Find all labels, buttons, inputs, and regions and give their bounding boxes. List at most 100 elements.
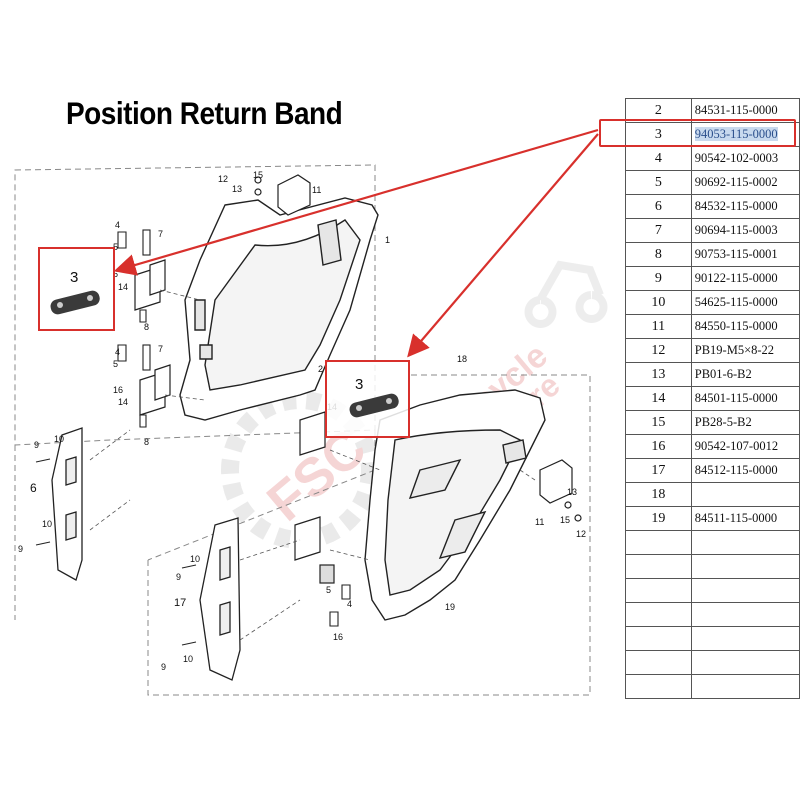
part-number-cell: 90694-115-0003 xyxy=(690,218,800,243)
item-number-cell: 6 xyxy=(625,194,692,219)
item-number-cell: 16 xyxy=(625,434,692,459)
table-row xyxy=(625,626,800,651)
part-number-text: PB19-M5×8-22 xyxy=(694,343,775,357)
table-row xyxy=(625,650,800,675)
item-number-cell: 13 xyxy=(625,362,692,387)
label-5c: 5 xyxy=(326,585,331,595)
label-17: 17 xyxy=(174,597,186,609)
part-number-text: 90122-115-0000 xyxy=(694,271,778,285)
label-7b: 7 xyxy=(158,344,163,354)
part-number-text: 84532-115-0000 xyxy=(694,199,778,213)
highlight-box xyxy=(599,119,796,147)
arrow-to-upper-callout xyxy=(113,128,599,276)
item-number-cell: 2 xyxy=(625,98,692,123)
watermark-atv-icon xyxy=(524,260,608,328)
item-number-cell: 12 xyxy=(625,338,692,363)
item-number-cell: 7 xyxy=(625,218,692,243)
part-number-text: PB01-6-B2 xyxy=(694,367,752,381)
return-band-icon xyxy=(349,393,399,418)
item-number-cell xyxy=(625,530,692,555)
label-2: 2 xyxy=(318,364,323,374)
item-number-cell: 9 xyxy=(625,266,692,291)
hinge-brackets xyxy=(134,259,335,584)
part-number-cell: 84531-115-0000 xyxy=(690,98,800,123)
part-number-text: 90694-115-0003 xyxy=(694,223,778,237)
label-11b: 11 xyxy=(535,517,544,527)
part-number-text: 84512-115-0000 xyxy=(694,463,778,477)
latch-parts xyxy=(254,174,582,522)
label-7a: 7 xyxy=(158,229,163,239)
label-11a: 11 xyxy=(312,185,321,195)
part-number-cell: 90753-115-0001 xyxy=(690,242,800,267)
part-number-text: 94053-115-0000 xyxy=(694,127,778,141)
table-row xyxy=(625,530,800,555)
label-8b: 8 xyxy=(144,437,149,447)
part-number-cell: 84501-115-0000 xyxy=(690,386,800,411)
arrow-to-lower-callout xyxy=(407,133,599,358)
part-number-text: 84511-115-0000 xyxy=(694,511,778,525)
part-number-cell: PB28-5-B2 xyxy=(690,410,800,435)
label-5a: 5 xyxy=(113,242,118,252)
side-brackets xyxy=(51,427,241,681)
label-8a: 8 xyxy=(144,322,149,332)
item-number-cell: 15 xyxy=(625,410,692,435)
label-9a: 9 xyxy=(34,440,39,450)
label-10a: 10 xyxy=(54,434,64,444)
part-number-cell xyxy=(690,626,800,651)
item-number-cell xyxy=(625,650,692,675)
item-number-cell: 19 xyxy=(625,506,692,531)
part-number-cell xyxy=(690,482,800,507)
page-title: Position Return Band xyxy=(66,96,343,131)
label-10b: 10 xyxy=(42,519,52,529)
label-5b: 5 xyxy=(113,359,118,369)
part-number-cell: 84532-115-0000 xyxy=(690,194,800,219)
label-14b: 14 xyxy=(118,397,128,407)
part-number-cell: 84550-115-0000 xyxy=(690,314,800,339)
label-4a: 4 xyxy=(115,220,120,230)
part-number-cell: PB19-M5×8-22 xyxy=(690,338,800,363)
item-number-cell: 5 xyxy=(625,170,692,195)
callout-upper: 3 xyxy=(38,247,115,331)
callout-lower: 3 xyxy=(325,360,410,438)
label-1: 1 xyxy=(385,235,390,245)
return-band-icon xyxy=(50,290,100,315)
table-row: 18 xyxy=(625,482,800,507)
part-number-cell xyxy=(690,578,800,603)
label-15a: 15 xyxy=(253,170,263,180)
part-number-cell: 54625-115-0000 xyxy=(690,290,800,315)
item-number-cell: 18 xyxy=(625,482,692,507)
callout-lower-label: 3 xyxy=(355,376,364,393)
item-number-cell: 8 xyxy=(625,242,692,267)
label-16a: 16 xyxy=(113,385,123,395)
item-number-cell xyxy=(625,602,692,627)
part-number-cell xyxy=(690,650,800,675)
label-14a: 14 xyxy=(118,282,128,292)
table-row xyxy=(625,554,800,579)
label-9d: 9 xyxy=(161,662,166,672)
part-number-text: 90542-102-0003 xyxy=(694,151,779,165)
part-number-cell xyxy=(690,530,800,555)
part-number-cell: 94053-115-0000 xyxy=(690,122,800,147)
table-row xyxy=(625,578,800,603)
label-19: 19 xyxy=(445,602,455,612)
item-number-cell xyxy=(625,578,692,603)
item-number-cell xyxy=(625,626,692,651)
label-4c: 4 xyxy=(347,599,352,609)
part-number-text: 90542-107-0012 xyxy=(694,439,779,453)
part-number-cell: 84511-115-0000 xyxy=(690,506,800,531)
item-number-cell: 11 xyxy=(625,314,692,339)
